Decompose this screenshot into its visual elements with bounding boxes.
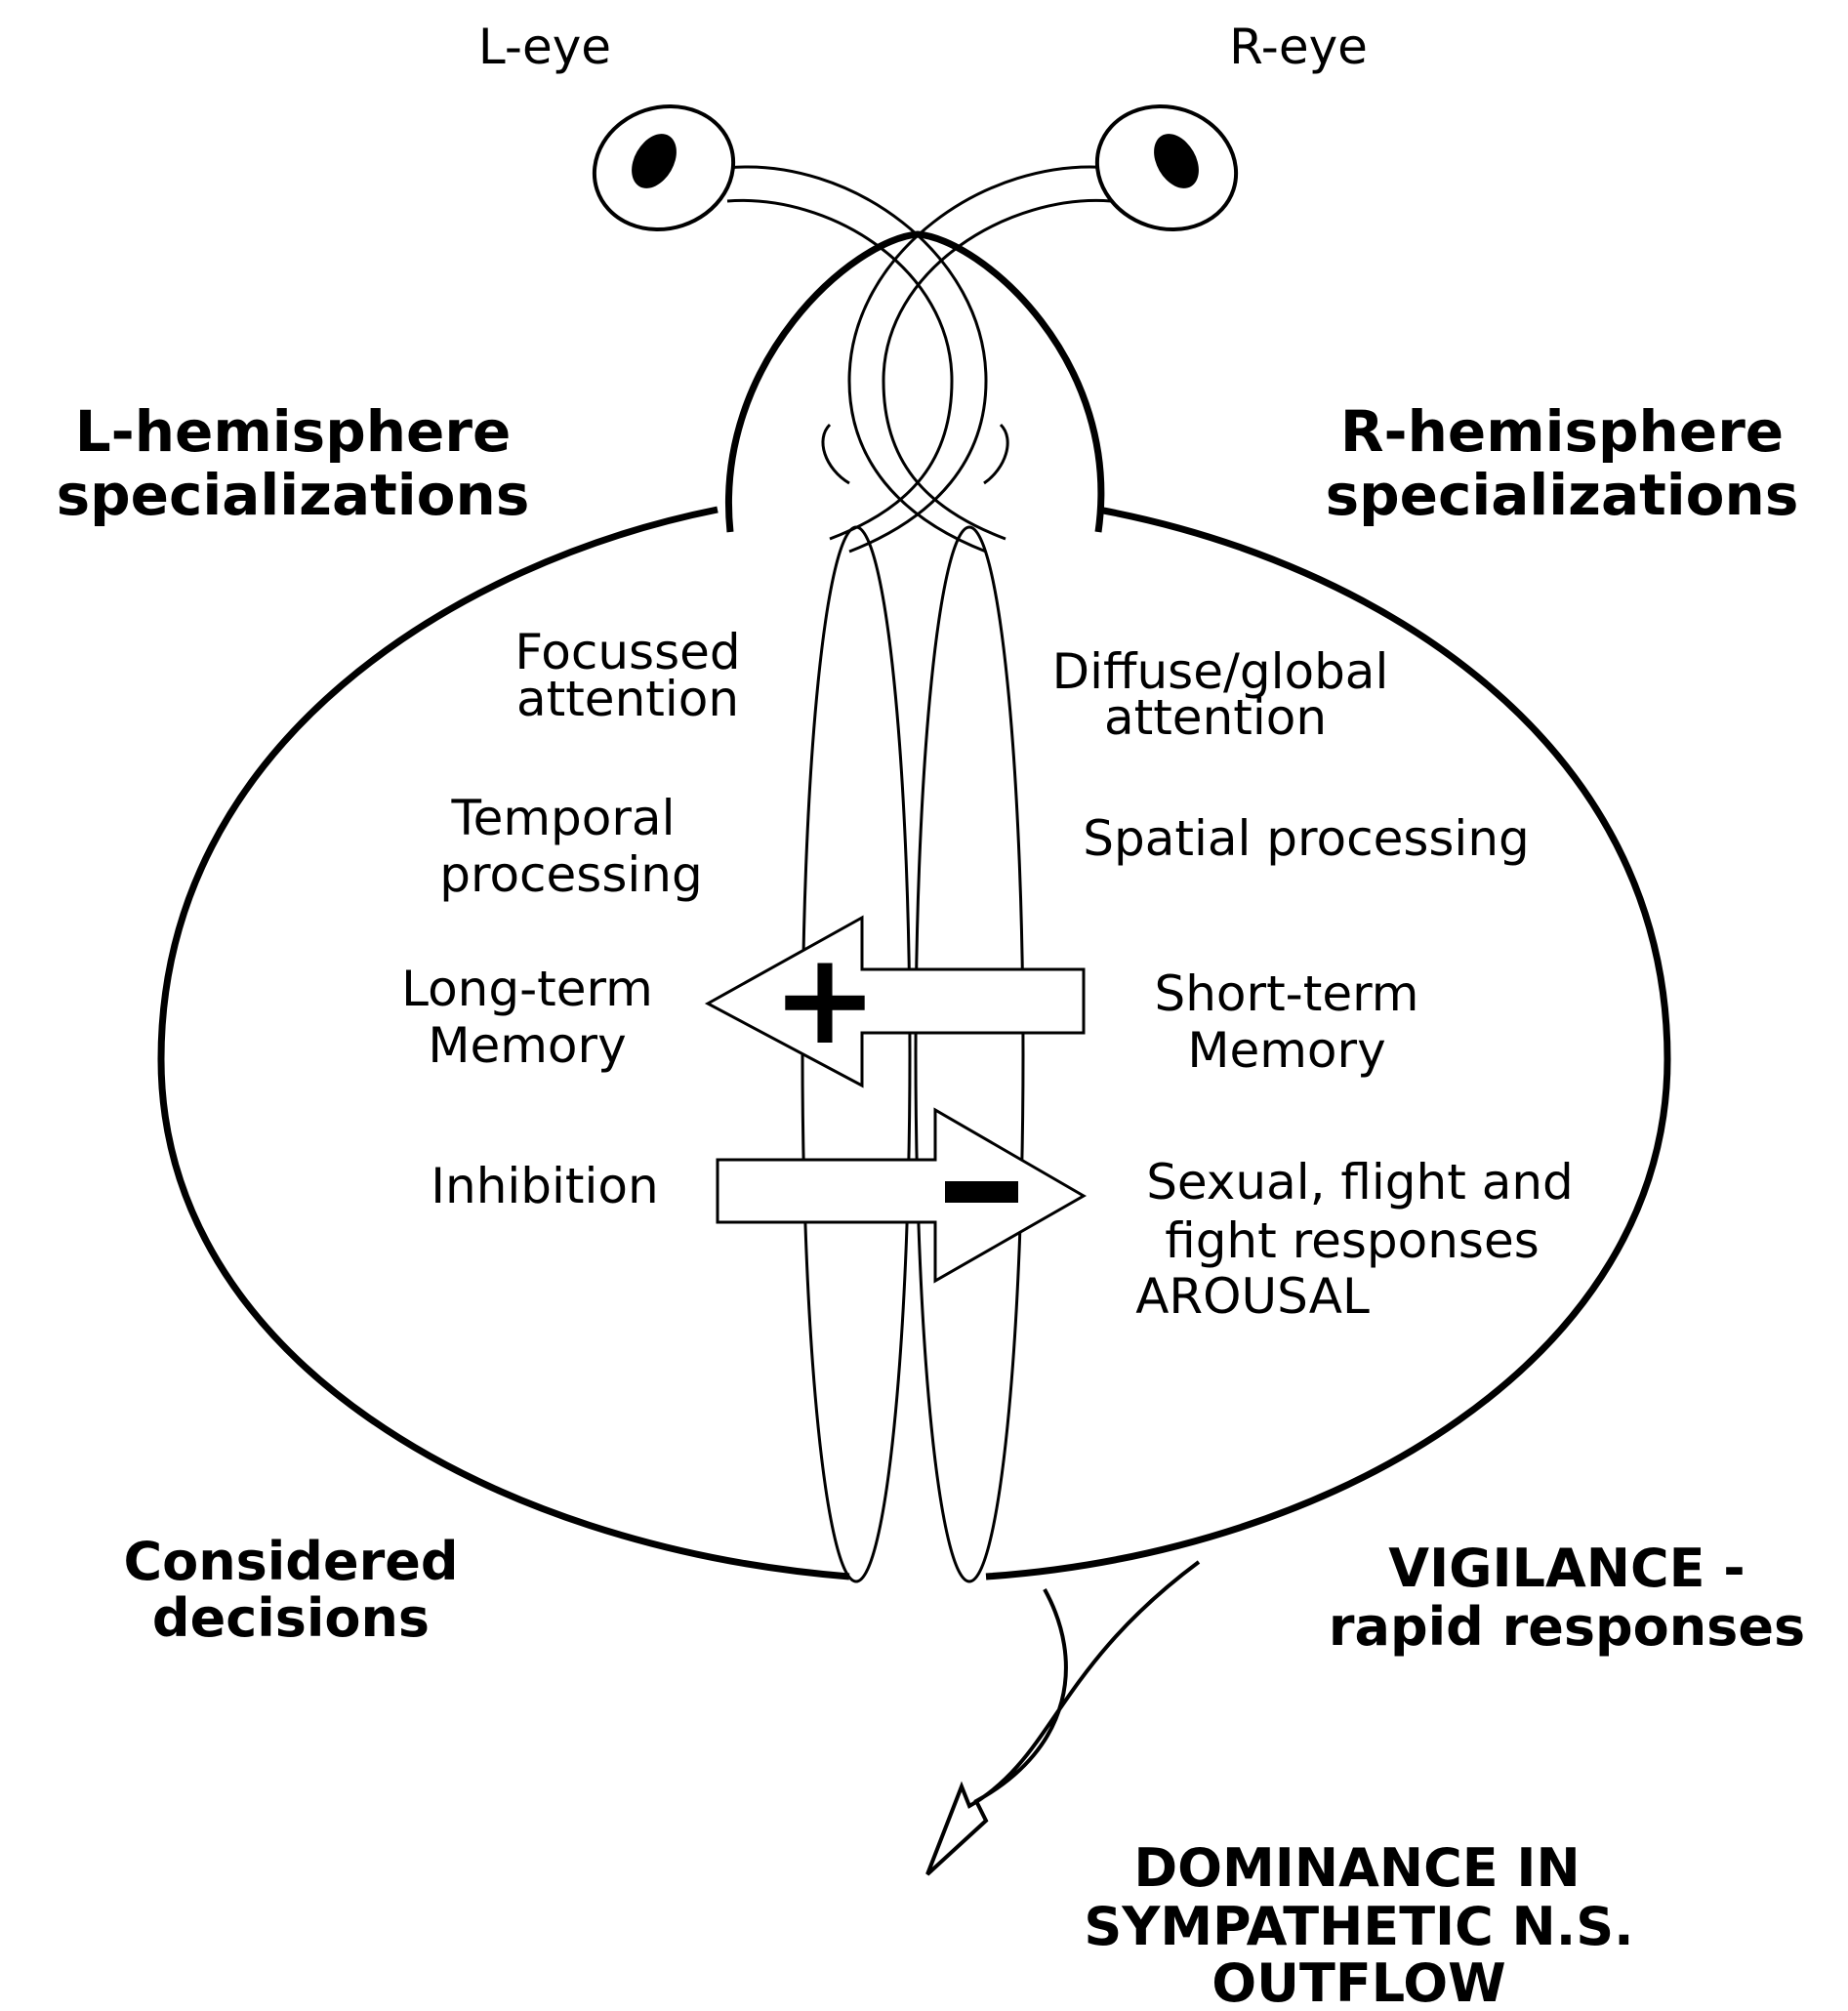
short-term-memory-line2: Memory [1187, 1022, 1385, 1079]
right-optic-nerve-outer [847, 165, 1112, 554]
brain-outline-left [157, 506, 850, 1580]
dominance-line1: DOMINANCE IN [1133, 1837, 1580, 1899]
right-eye-label: R-eye [1229, 19, 1368, 75]
left-optic-nerve-outer [726, 165, 988, 554]
long-term-memory-line2: Memory [428, 1017, 626, 1074]
dominance-line3: OUTFLOW [1211, 1952, 1505, 2011]
long-term-memory-line1: Long-term [401, 961, 653, 1017]
considered-decisions-line1: Considered [123, 1531, 458, 1592]
optic-pathways [726, 165, 1112, 554]
left-pupil-icon [632, 134, 677, 188]
vigilance-line2: rapid responses [1329, 1596, 1805, 1658]
spatial-processing-label: Spatial processing [1083, 810, 1530, 867]
sexual-responses-line1: Sexual, flight and [1146, 1154, 1574, 1211]
arousal-label: AROUSAL [1135, 1268, 1370, 1325]
plus-arrow: + [704, 915, 1086, 1088]
dominance-line2: SYMPATHETIC N.S. [1084, 1896, 1633, 1957]
minus-arrow [716, 1107, 1088, 1284]
left-heading-line2: specializations [57, 462, 530, 528]
diffuse-attention-line2: attention [1104, 689, 1327, 746]
right-eye [1094, 103, 1239, 232]
vigilance-line1: VIGILANCE - [1388, 1538, 1745, 1599]
temporal-processing-line2: processing [439, 846, 702, 903]
left-pointing-arrow-icon [704, 915, 1086, 1088]
brain-outline-right [985, 506, 1671, 1580]
left-heading-line1: L-hemisphere [75, 398, 512, 465]
right-optic-nerve-inner [882, 198, 1112, 541]
plus-sign: + [772, 924, 879, 1073]
sexual-responses-line2: fight responses [1165, 1212, 1540, 1269]
minus-sign-bar [945, 1181, 1018, 1203]
right-nerve-tip [983, 423, 1009, 485]
left-optic-nerve-inner [726, 198, 954, 541]
callosum-right-oval [914, 525, 1025, 1583]
considered-decisions-line2: decisions [152, 1587, 430, 1649]
focussed-attention-line2: attention [516, 671, 739, 727]
temporal-processing-line1: Temporal [451, 790, 676, 846]
right-pupil-icon [1154, 134, 1199, 188]
right-pointing-arrow-icon [716, 1107, 1088, 1284]
focussed-attention-line1: Focussed [514, 624, 740, 680]
right-heading-line2: specializations [1326, 462, 1799, 528]
curved-arrow-icon [925, 1560, 1201, 1876]
left-nerve-tip [821, 423, 850, 485]
right-heading-line1: R-hemisphere [1340, 398, 1784, 465]
left-eye [592, 103, 736, 232]
short-term-memory-line1: Short-term [1155, 965, 1419, 1022]
inhibition-label: Inhibition [431, 1158, 658, 1214]
left-eye-label: L-eye [478, 19, 611, 75]
outflow-arrow [925, 1560, 1201, 1876]
diffuse-attention-line1: Diffuse/global [1052, 643, 1389, 700]
